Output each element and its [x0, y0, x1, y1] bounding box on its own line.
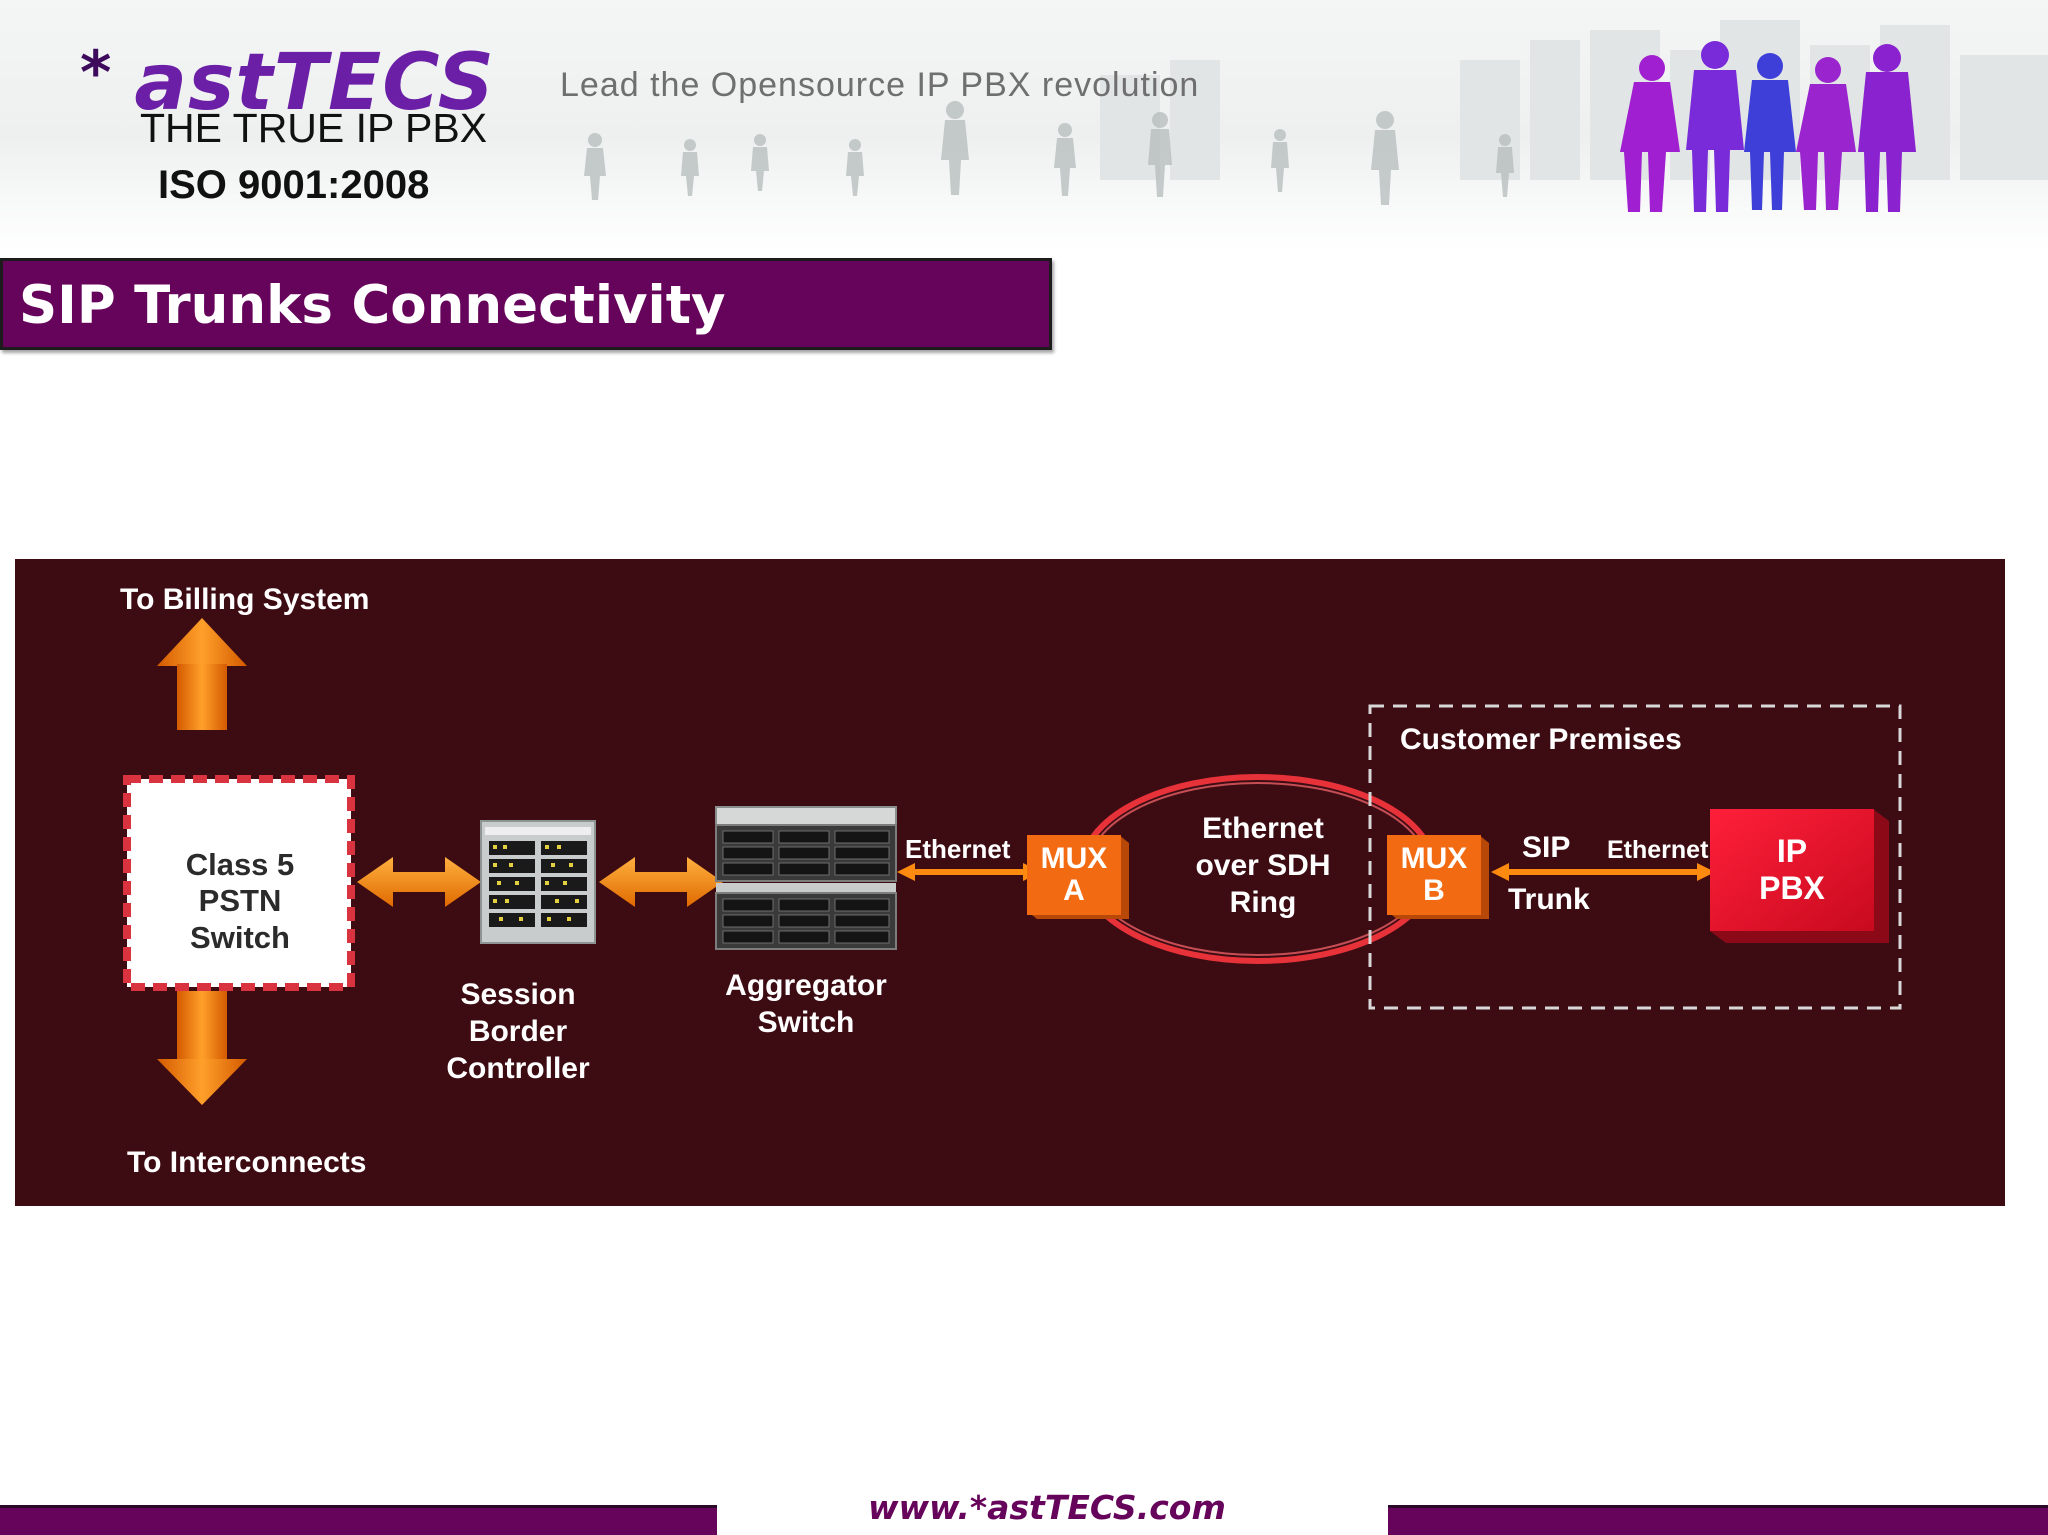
slide-title: SIP Trunks Connectivity [19, 275, 726, 336]
aggregator-label-line1: Aggregator [725, 969, 887, 1002]
label-ethernet-right: Ethernet [1607, 836, 1709, 864]
header-illustration [584, 20, 2048, 212]
people-silhouettes-gray [584, 101, 1514, 205]
mux-a-label-line1: MUX [1041, 842, 1108, 875]
class5-pstn-switch: Class 5 PSTN Switch [123, 775, 355, 991]
ippbx-label-line2: PBX [1759, 870, 1825, 906]
asttecs-logo: * astTECS [80, 38, 495, 128]
arrow-aggregator-mux-a [897, 863, 1041, 881]
logo-star: * [80, 38, 113, 108]
footer-website-link[interactable]: www.*astTECS.com [868, 1488, 1226, 1527]
sbc-label-line2: Border [469, 1015, 568, 1048]
ip-pbx-box: IP PBX [1710, 809, 1889, 943]
label-customer-premises: Customer Premises [1400, 723, 1682, 756]
label-to-interconnects: To Interconnects [127, 1146, 366, 1179]
class5-label-line1: Class 5 [186, 847, 295, 882]
sbc-label-line3: Controller [446, 1052, 590, 1085]
arrow-sbc-aggregator [599, 857, 723, 907]
label-sip: SIP [1522, 831, 1570, 864]
header-tagline: Lead the Opensource IP PBX revolution [560, 66, 1200, 104]
mux-b-label-line1: MUX [1401, 842, 1468, 875]
slide-title-bar: SIP Trunks Connectivity [0, 258, 1052, 350]
sbc-server-icon: Session Border Controller [446, 820, 596, 1085]
logo-text: astTECS [134, 38, 495, 128]
footer-bar-left [0, 1505, 717, 1535]
arrow-class5-sbc [357, 857, 481, 907]
people-silhouettes-purple [1620, 41, 1916, 212]
label-trunk: Trunk [1508, 883, 1590, 916]
aggregator-switch-icon: Aggregator Switch [715, 806, 897, 1039]
ring-label-line3: Ring [1230, 886, 1297, 919]
aggregator-label-line2: Switch [758, 1006, 855, 1039]
header-subtitle-iso: ISO 9001:2008 [158, 163, 430, 207]
mux-a-label-line2: A [1063, 874, 1085, 907]
sbc-label-line1: Session [460, 978, 575, 1011]
label-to-billing: To Billing System [120, 583, 369, 616]
mux-b-label-line2: B [1423, 874, 1445, 907]
arrow-up-billing [157, 618, 247, 730]
mux-b-box: MUX B [1387, 835, 1489, 919]
arrow-down-interconnects [157, 991, 247, 1105]
header-subtitle-ip-pbx: THE TRUE IP PBX [140, 105, 488, 151]
class5-label-line2: PSTN [199, 883, 282, 918]
ring-label-line2: over SDH [1195, 849, 1330, 882]
mux-a-box: MUX A [1027, 835, 1129, 919]
header-banner: * astTECS Lead the Opensource IP PBX revo… [0, 0, 2048, 250]
class5-label-line3: Switch [190, 920, 290, 955]
customer-premises-boundary [1368, 704, 1902, 1010]
ippbx-label-line1: IP [1777, 833, 1807, 869]
ring-label-line1: Ethernet [1202, 812, 1324, 845]
footer-bar-right [1388, 1505, 2048, 1535]
label-ethernet-left: Ethernet [905, 834, 1011, 864]
arrow-mux-b-ippbx [1491, 863, 1715, 881]
connectivity-diagram: To Billing System To Interconnects Class… [15, 559, 2005, 1206]
